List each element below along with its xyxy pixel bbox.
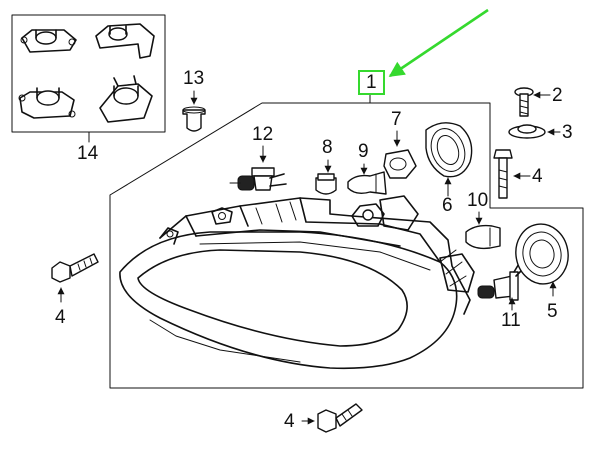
kit-bracket-3 [18,87,76,119]
callout-6: 6 [442,195,453,216]
round-cap-part-5 [515,223,569,297]
washer-part-3 [508,124,561,139]
screw-part-2 [514,87,551,117]
callout-13: 13 [183,68,205,89]
dust-cap-part-6 [425,122,473,197]
callout-7: 7 [391,109,402,130]
callout-3: 3 [562,122,573,143]
callout-4-bottom: 4 [284,411,295,432]
headlamp-housing [119,195,475,370]
callout-4-left: 4 [55,307,66,328]
callout-4-upper: 4 [532,166,543,187]
bulb-part-8 [315,159,337,195]
kit-box [11,14,166,133]
callout-14: 14 [77,143,99,164]
callout-11: 11 [501,310,521,331]
grommet-part-13 [182,90,206,132]
callout-5: 5 [547,301,558,322]
assembly-outline [109,102,584,389]
callout-10: 10 [467,190,489,211]
kit-bracket-2 [95,23,155,59]
bulb-part-10 [465,211,501,250]
callout-1: 1 [358,70,385,95]
callout-12: 12 [252,124,274,145]
kit-bracket-4 [99,75,153,123]
highlight-arrow [388,8,489,78]
callout-2: 2 [552,85,563,106]
callout-8: 8 [322,137,333,158]
bolt-part-4-upper [493,149,531,199]
bolt-part-4-bottom [301,403,363,433]
bulb-part-11 [477,261,525,311]
bulb-part-9 [347,163,387,195]
kit-bracket-1 [20,29,77,53]
bulb-part-12 [229,145,287,191]
socket-part-7 [383,130,417,179]
callout-9: 9 [358,141,369,162]
bolt-part-4-left [51,253,99,303]
